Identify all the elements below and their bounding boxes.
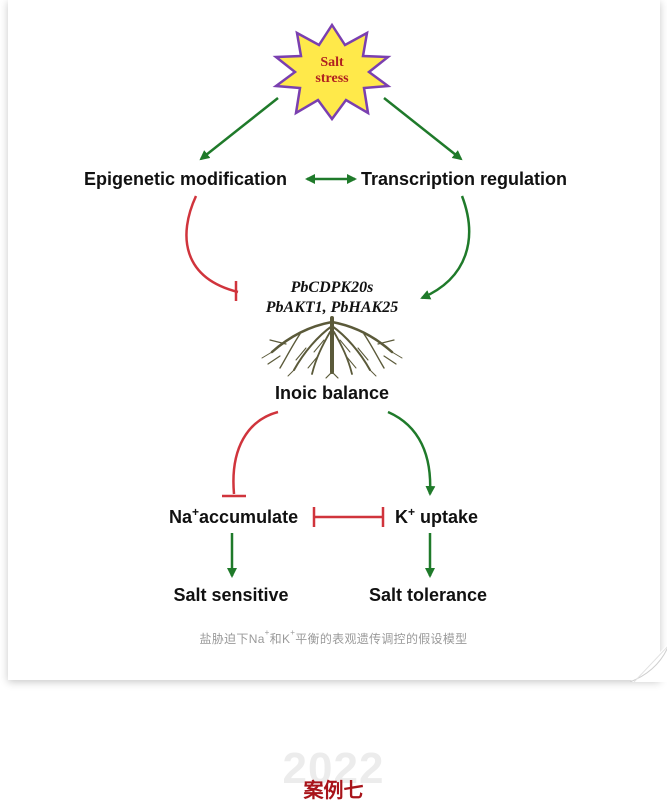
transcription-regulation-label: Transcription regulation bbox=[361, 169, 567, 189]
inhibit-epigenetic-to-genes bbox=[185, 195, 239, 294]
case-title: 案例七 bbox=[303, 780, 364, 802]
arrow-ionic-to-k bbox=[387, 410, 436, 496]
gene-label-line1: PbCDPK20s bbox=[290, 279, 374, 296]
caption-part2: 和K bbox=[269, 632, 291, 646]
page-curl-decoration bbox=[630, 645, 667, 682]
na-accumulate-label: Na+accumulate bbox=[169, 505, 298, 527]
stress-label-line1: Salt bbox=[320, 55, 344, 70]
salt-stress-diagram: Salt stress Epigenetic modification Tran… bbox=[84, 22, 567, 605]
year-watermark: 2022 bbox=[282, 744, 385, 793]
k-base: K bbox=[395, 507, 408, 527]
salt-stress-star: Salt stress bbox=[272, 22, 392, 122]
k-uptake-label: K+ uptake bbox=[395, 505, 478, 527]
root-illustration bbox=[261, 316, 403, 379]
na-base: Na bbox=[169, 507, 193, 527]
caption-sup1: + bbox=[264, 628, 270, 637]
na-rest: accumulate bbox=[199, 507, 298, 527]
caption-part3: 平衡的表观遗传调控的假设模型 bbox=[295, 632, 468, 646]
salt-tolerance-label: Salt tolerance bbox=[369, 585, 487, 605]
gene-label-line2: PbAKT1, PbHAK25 bbox=[265, 299, 398, 316]
figure-caption: 盐胁迫下Na+和K+平衡的表观遗传调控的假设模型 bbox=[0, 628, 667, 647]
na-superscript: + bbox=[192, 505, 199, 519]
ionic-balance-label: Inoic balance bbox=[275, 383, 389, 403]
arrow-stress-to-epigenetic bbox=[199, 97, 279, 161]
caption-sup2: + bbox=[290, 628, 296, 637]
arrow-transcription-to-genes bbox=[420, 195, 471, 300]
k-superscript: + bbox=[408, 505, 415, 519]
k-rest: uptake bbox=[415, 507, 478, 527]
caption-part1: 盐胁迫下Na bbox=[199, 632, 265, 646]
stress-label-line2: stress bbox=[315, 71, 349, 86]
epigenetic-modification-label: Epigenetic modification bbox=[84, 169, 287, 189]
arrow-stress-to-transcription bbox=[383, 97, 463, 161]
inhibit-ionic-to-na bbox=[232, 410, 279, 495]
salt-sensitive-label: Salt sensitive bbox=[173, 585, 288, 605]
